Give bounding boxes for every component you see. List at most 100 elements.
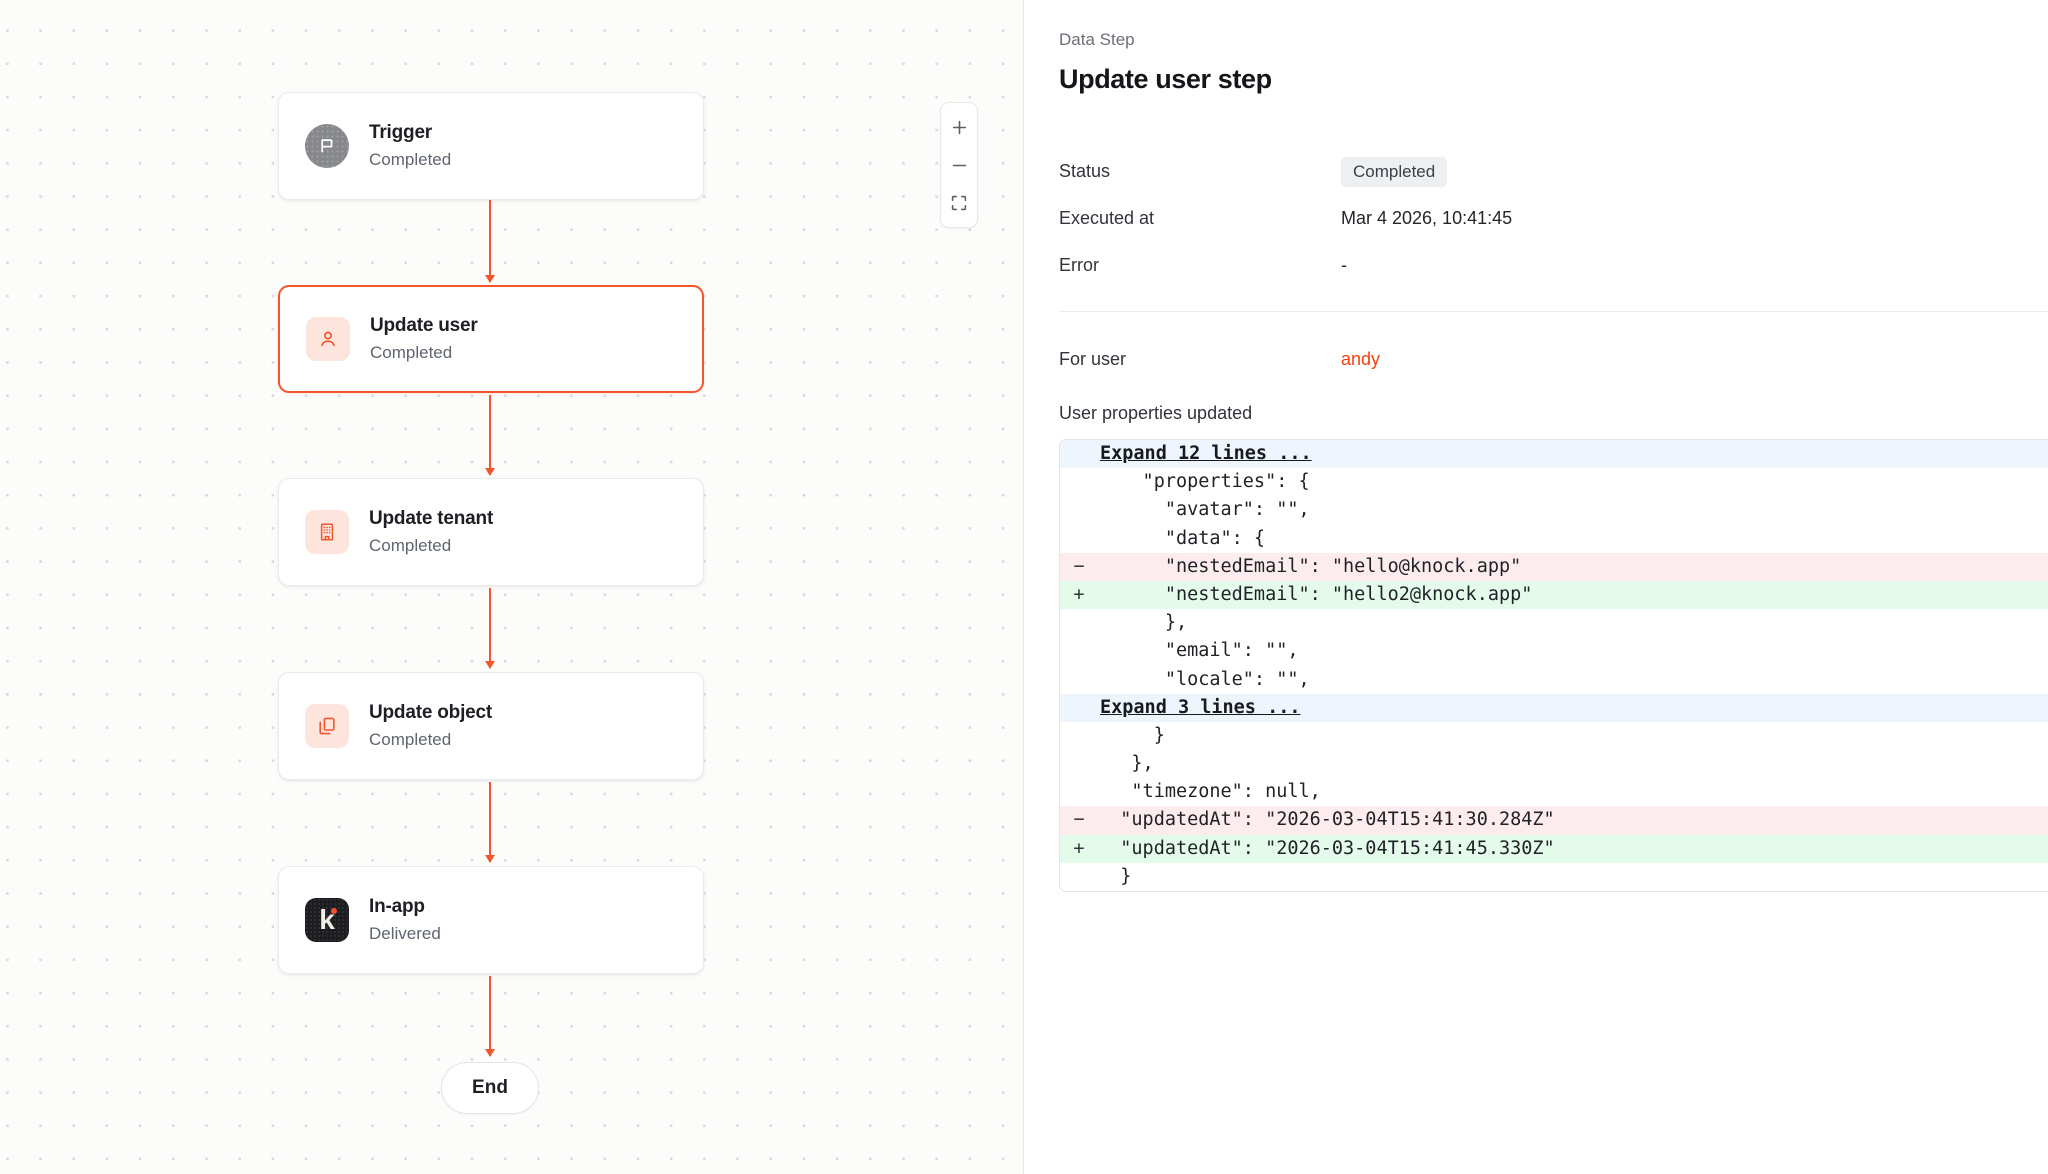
node-text: Update tenant Completed xyxy=(369,507,493,557)
node-title: Update tenant xyxy=(369,508,494,530)
diff-code: "locale": "", xyxy=(1098,668,1310,690)
flag-icon xyxy=(305,124,349,168)
meta-row-error: Error - xyxy=(1059,242,2048,289)
meta-row-executed-at: Executed at Mar 4 2026, 10:41:45 xyxy=(1059,195,2048,242)
diff-row: "data": { xyxy=(1060,524,2048,553)
connector-arrow xyxy=(489,782,491,862)
workflow-node-update-user[interactable]: Update user Completed xyxy=(278,285,704,393)
connector-arrow xyxy=(489,395,491,475)
connector-arrow xyxy=(489,200,491,282)
expand-lines-link[interactable]: Expand 3 lines ... xyxy=(1100,696,1301,718)
diff-code: "updatedAt": "2026-03-04T15:41:45.330Z" xyxy=(1098,837,1555,859)
workflow-node-in-app[interactable]: k In-app Delivered xyxy=(278,866,704,974)
user-link[interactable]: andy xyxy=(1341,349,1381,369)
diff-row-removed: − "updatedAt": "2026-03-04T15:41:30.284Z… xyxy=(1060,806,2048,835)
status-badge: Completed xyxy=(1341,156,1448,187)
knock-logo-icon: k xyxy=(305,898,349,942)
workflow-node-update-tenant[interactable]: Update tenant Completed xyxy=(278,478,704,586)
diff-sign-removed: − xyxy=(1073,555,1085,577)
meta-row-status: Status Completed xyxy=(1059,148,2048,195)
workflow-node-update-object[interactable]: Update object Completed xyxy=(278,672,704,780)
diff-row: }, xyxy=(1060,750,2048,779)
workflow-node-trigger[interactable]: Trigger Completed xyxy=(278,92,704,200)
page-title: Update user step xyxy=(1059,64,1272,94)
meta-value: Mar 4 2026, 10:41:45 xyxy=(1341,208,1513,228)
diff-sign xyxy=(1060,694,1098,722)
diff-expand-row[interactable]: Expand 3 lines ... xyxy=(1060,693,2048,722)
meta-label: Executed at xyxy=(1059,208,1155,228)
step-metadata: Status Completed Executed at Mar 4 2026,… xyxy=(1059,148,2048,289)
diff-sign xyxy=(1060,525,1098,553)
step-detail-panel: Data Step Update user step Status Comple… xyxy=(1024,0,2048,1174)
diff-sign xyxy=(1060,496,1098,524)
diff-row-added: + "updatedAt": "2026-03-04T15:41:45.330Z… xyxy=(1060,834,2048,863)
expand-lines-link[interactable]: Expand 12 lines ... xyxy=(1100,443,1312,464)
node-status: Completed xyxy=(370,342,453,362)
diff-code: "properties": { xyxy=(1098,471,1310,493)
diff-row: "avatar": "", xyxy=(1060,496,2048,525)
fit-view-button[interactable] xyxy=(942,184,976,222)
diff-row: } xyxy=(1060,862,2048,891)
diff-row: } xyxy=(1060,721,2048,751)
diff-row: "properties": { xyxy=(1060,468,2048,497)
workflow-canvas[interactable]: Trigger Completed Update user Completed xyxy=(0,0,1024,1174)
diff-row: "locale": "", xyxy=(1060,665,2048,694)
diff-code: "updatedAt": "2026-03-04T15:41:30.284Z" xyxy=(1098,809,1555,831)
zoom-in-button[interactable] xyxy=(942,108,976,146)
zoom-controls xyxy=(940,102,978,228)
diff-sign-added: + xyxy=(1073,837,1085,859)
diff-expand-row[interactable]: Expand 12 lines ... xyxy=(1060,440,2048,469)
node-title: Update user xyxy=(370,315,478,337)
node-title: Trigger xyxy=(369,122,433,144)
diff-code: }, xyxy=(1098,753,1154,775)
diff-code: } xyxy=(1098,724,1165,746)
diff-row: }, xyxy=(1060,609,2048,638)
diff-sign-removed: − xyxy=(1073,809,1085,831)
diff-sign xyxy=(1060,778,1098,806)
diff-code: }, xyxy=(1098,612,1188,634)
user-icon xyxy=(306,317,350,361)
copy-icon xyxy=(305,704,349,748)
diff-row-removed: − "nestedEmail": "hello@knock.app" xyxy=(1060,552,2048,581)
diff-row-added: + "nestedEmail": "hello2@knock.app" xyxy=(1060,580,2048,610)
meta-value: - xyxy=(1341,255,1347,275)
diff-code: "email": "", xyxy=(1098,640,1299,662)
building-icon xyxy=(305,510,349,554)
diff-sign xyxy=(1060,468,1098,496)
meta-label: Error xyxy=(1059,255,1099,275)
section-divider xyxy=(1059,311,2048,312)
for-user-label: For user xyxy=(1059,349,1127,369)
node-title: In-app xyxy=(369,896,425,918)
node-text: Trigger Completed xyxy=(369,121,451,171)
diff-row: "timezone": null, xyxy=(1060,778,2048,807)
diff-sign xyxy=(1060,609,1098,637)
workflow-node-end[interactable]: End xyxy=(441,1062,539,1114)
node-title: Update object xyxy=(369,702,493,724)
diff-code: "avatar": "", xyxy=(1098,499,1310,521)
node-status: Completed xyxy=(369,149,452,169)
meta-row-for-user: For user andy xyxy=(1059,336,2048,383)
diff-sign xyxy=(1060,666,1098,694)
diff-code: "nestedEmail": "hello@knock.app" xyxy=(1098,555,1522,577)
diff-sign xyxy=(1060,440,1098,468)
node-status: Completed xyxy=(369,729,452,749)
properties-heading: User properties updated xyxy=(1059,403,1253,423)
notification-dot-icon xyxy=(331,908,337,914)
end-node-label: End xyxy=(472,1077,508,1098)
diff-code: "nestedEmail": "hello2@knock.app" xyxy=(1098,583,1533,605)
diff-code: "timezone": null, xyxy=(1098,781,1321,803)
node-status: Completed xyxy=(369,535,452,555)
node-text: Update user Completed xyxy=(370,314,478,364)
connector-arrow xyxy=(489,588,491,668)
diff-row: "email": "", xyxy=(1060,637,2048,666)
diff-sign xyxy=(1060,722,1098,750)
connector-arrow xyxy=(489,976,491,1056)
panel-eyebrow: Data Step xyxy=(1059,30,1135,49)
properties-diff-viewer[interactable]: Expand 12 lines ... "properties": { "ava… xyxy=(1059,439,2048,892)
diff-code: "data": { xyxy=(1098,527,1266,549)
node-text: Update object Completed xyxy=(369,701,492,751)
node-text: In-app Delivered xyxy=(369,895,441,945)
diff-sign-added: + xyxy=(1073,583,1085,605)
zoom-out-button[interactable] xyxy=(942,146,976,184)
